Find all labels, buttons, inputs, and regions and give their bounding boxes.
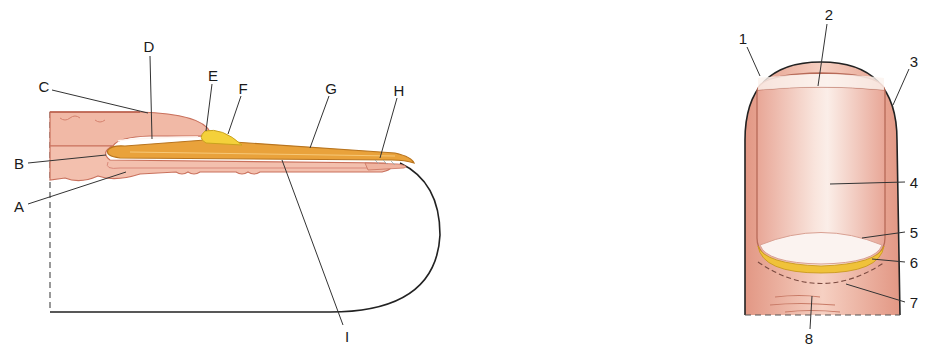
callout-letter: D (144, 38, 155, 55)
callout-letter: E (208, 67, 218, 84)
callout-letter: B (14, 155, 24, 172)
callout-number: 3 (910, 53, 918, 70)
callout-number: 5 (910, 224, 918, 241)
leader-lines (28, 56, 397, 325)
callout-number: 4 (910, 174, 918, 191)
callout-letter: H (394, 82, 405, 99)
dorsal-view (745, 24, 909, 329)
section-view (28, 56, 440, 325)
leader-lines (747, 24, 909, 329)
callout-letter: A (14, 198, 24, 215)
callout-number: 7 (910, 294, 918, 311)
callout-letter: G (325, 80, 337, 97)
callout-letter: F (238, 80, 247, 97)
callout-number: 8 (805, 329, 813, 346)
callout-number: 6 (910, 254, 918, 271)
callout-number: 1 (739, 30, 747, 47)
callout-number: 2 (825, 6, 833, 23)
callout-letter: I (345, 328, 349, 345)
callout-letter: C (39, 78, 50, 95)
